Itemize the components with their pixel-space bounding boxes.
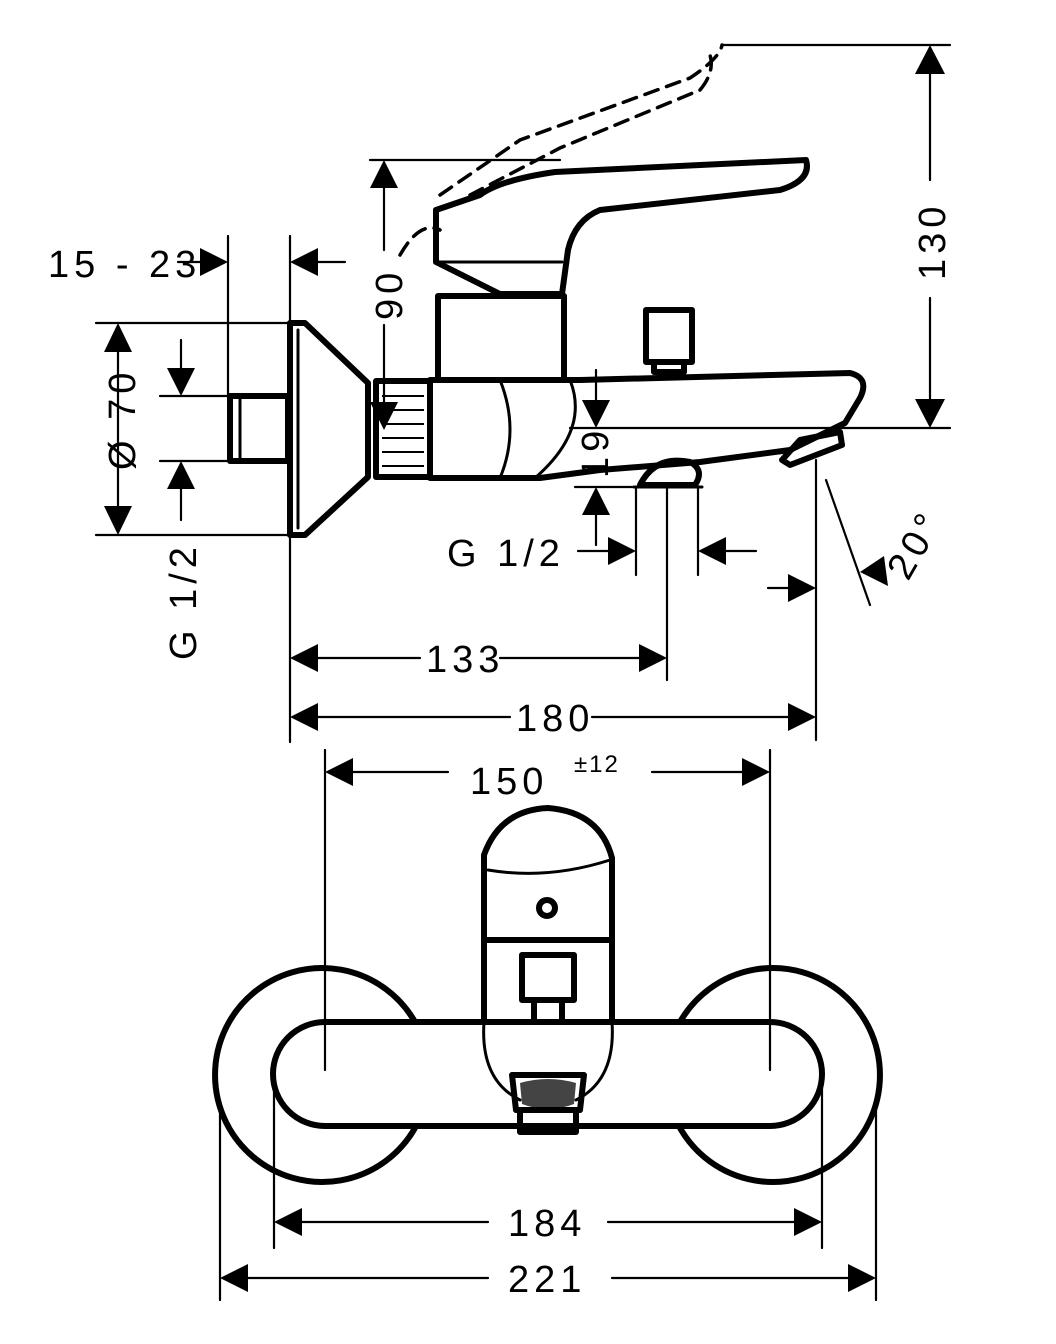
dim-total-width: 221 — [218, 1108, 878, 1302]
side-view: 15 - 23 Ø 70 G 1/2 90 — [48, 43, 954, 744]
rosette-left — [212, 965, 418, 1185]
dim-wall-depth-label: 15 - 23 — [48, 244, 201, 286]
dim-spout-reach-center-label: 133 — [426, 639, 504, 681]
dim-height-total-label: 130 — [912, 202, 954, 280]
front-spout-outlet — [509, 1072, 587, 1135]
front-lever-handle — [481, 805, 615, 943]
dim-center-distance-label: 150 — [470, 761, 548, 803]
dim-thread-left-label: G 1/2 — [163, 542, 205, 660]
dim-body-width-label: 184 — [508, 1203, 586, 1245]
dim-center-distance: 150 ±12 — [323, 748, 772, 1072]
dim-spout-height-label: 19 — [575, 426, 617, 478]
dim-angle: 20° — [766, 458, 952, 742]
mixer-body — [427, 370, 867, 481]
dim-body-width: 184 — [272, 1073, 824, 1250]
front-diverter-knob — [519, 952, 577, 1025]
diverter-knob — [643, 307, 695, 375]
dim-height-lever-label: 90 — [369, 268, 411, 320]
dim-center-tolerance-label: ±12 — [574, 751, 620, 778]
dim-height-lever: 90 — [368, 158, 562, 430]
dim-spout-reach-total: 180 — [290, 698, 816, 740]
dim-total-width-label: 221 — [508, 1259, 586, 1301]
wall-rosette — [287, 320, 371, 538]
cartridge-housing — [435, 293, 567, 383]
rosette-right — [677, 965, 883, 1185]
front-view: 150 ±12 184 221 — [212, 748, 883, 1302]
dim-outlet-diameter-label: Ø 70 — [102, 368, 144, 470]
front-body-bar — [270, 1019, 825, 1129]
lever-handle — [433, 157, 810, 297]
dim-outlet-diameter: Ø 70 — [94, 321, 292, 537]
dim-wall-depth: 15 - 23 — [48, 234, 347, 398]
dim-spout-height: 19 — [573, 368, 642, 547]
wall-connector — [227, 393, 291, 464]
lever-alt-position — [398, 43, 952, 257]
dim-thread-spout-label: G 1/2 — [447, 533, 565, 575]
dim-height-total: 130 — [568, 45, 954, 430]
dim-angle-label: 20° — [879, 503, 952, 587]
dim-spout-reach-center: 133 — [288, 485, 669, 744]
dim-thread-spout: G 1/2 — [447, 485, 758, 577]
dim-thread-left: G 1/2 — [158, 338, 232, 660]
dim-spout-reach-total-label: 180 — [516, 698, 594, 740]
outlet-tip — [779, 429, 845, 468]
